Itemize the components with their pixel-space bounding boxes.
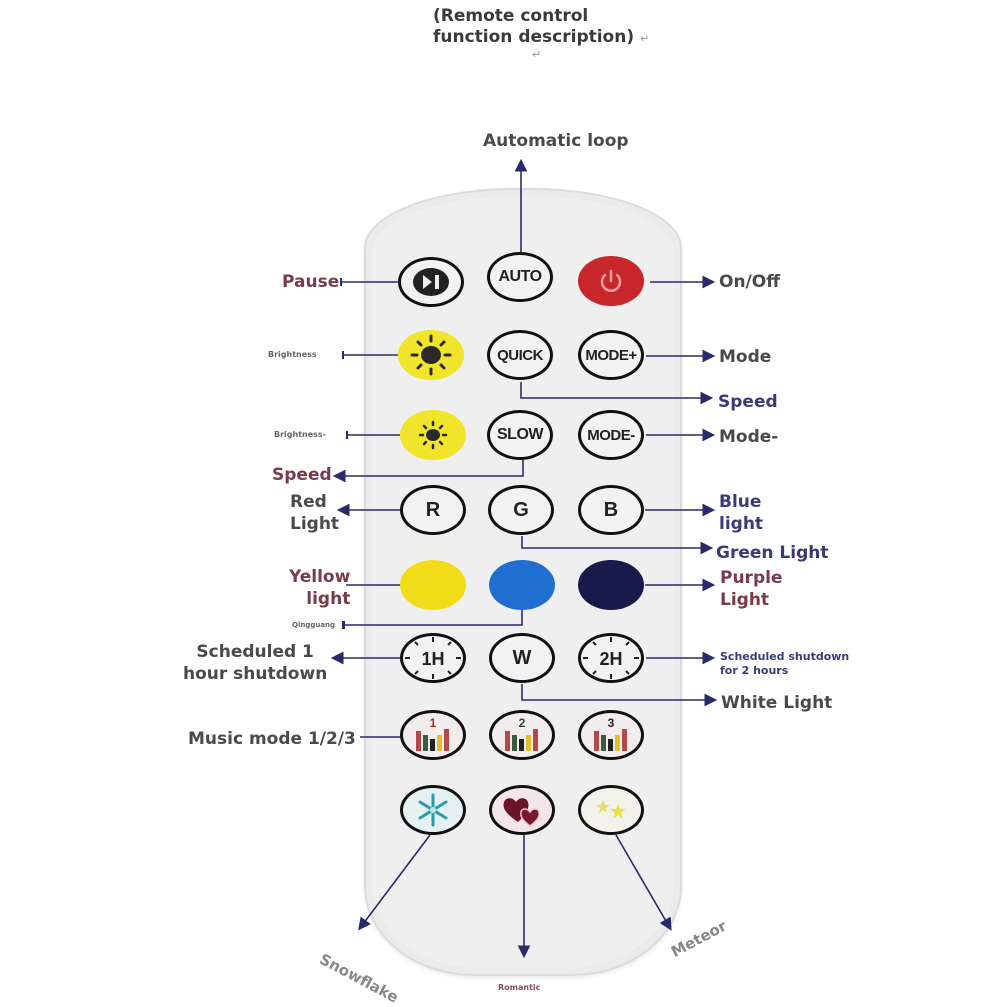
romantic-button[interactable] [489, 785, 555, 835]
green-button[interactable]: G [488, 485, 554, 535]
label-purple-light: Purple Light [720, 567, 782, 611]
label-scheduled-2h-line2: for 2 hours [720, 664, 789, 677]
timer-1h-button[interactable]: 1H [400, 633, 466, 683]
line-qingguang [344, 610, 523, 626]
arrow-meteor [615, 834, 672, 931]
mode-minus-button[interactable]: MODE- [578, 410, 644, 460]
quick-button[interactable]: QUICK [487, 330, 553, 380]
brightness-down-button[interactable] [400, 410, 466, 460]
paragraph-mark-icon: ↵ [532, 48, 542, 61]
mode-plus-button[interactable]: MODE+ [578, 330, 644, 380]
timer-2h-button[interactable]: 2H [578, 633, 644, 683]
label-purple-light-line1: Purple [720, 568, 783, 588]
arrow-speed-quick [520, 382, 714, 405]
label-speed-slow: Speed [272, 465, 332, 485]
label-scheduled-2h: Scheduled shutdown for 2 hours [720, 650, 849, 678]
yellow-button[interactable] [400, 560, 466, 610]
red-button[interactable]: R [400, 485, 466, 535]
equalizer-icon: 2 [505, 716, 538, 751]
arrow-snowflake [358, 834, 431, 931]
label-mode-minus: Mode- [719, 427, 779, 447]
label-purple-light-line2: Light [720, 590, 770, 610]
page-title: (Remote control function description) ↵ [433, 6, 649, 49]
label-yellow-light: Yellow light [289, 566, 350, 610]
label-scheduled-1h-line2: hour shutdown [183, 664, 328, 684]
arrow-speed-slow [332, 460, 524, 483]
sun-large-icon [410, 334, 452, 376]
arrow-green [521, 536, 714, 555]
label-on-off: On/Off [719, 272, 780, 292]
label-qingguang: Qingguang [292, 621, 336, 629]
label-scheduled-2h-line1: Scheduled shutdown [720, 650, 850, 663]
label-red-light-line2: Light [290, 514, 340, 534]
cyan-button[interactable] [489, 560, 555, 610]
music-3-number: 3 [608, 716, 615, 730]
blue-button[interactable]: B [578, 485, 644, 535]
hearts-icon [503, 798, 540, 827]
label-yellow-light-line2: light [306, 589, 351, 609]
label-pause: Pause [282, 272, 340, 292]
label-red-light: Red Light [290, 491, 339, 535]
meteor-button[interactable] [578, 785, 644, 835]
music-2-number: 2 [519, 716, 526, 730]
label-blue-light-line2: light [719, 514, 764, 534]
title-line-1: (Remote control [433, 6, 589, 26]
label-automatic-loop: Automatic loop [483, 131, 629, 151]
clock-icon: 1H [405, 637, 461, 679]
power-icon [600, 269, 622, 292]
music-1-button[interactable]: 1 [400, 710, 466, 760]
sun-small-icon [418, 420, 448, 450]
label-brightness-down: Brightness- [274, 430, 326, 439]
label-brightness-up: Brightness [268, 350, 317, 359]
label-romantic: Romantic [498, 983, 541, 992]
music-1-number: 1 [430, 716, 437, 730]
snowflake-icon [418, 793, 448, 827]
title-line-2: function description) ↵ [433, 27, 649, 49]
purple-button[interactable] [578, 560, 644, 610]
music-2-button[interactable]: 2 [489, 710, 555, 760]
auto-button[interactable]: AUTO [487, 252, 553, 302]
stars-icon [596, 800, 626, 819]
label-speed-quick: Speed [718, 392, 778, 412]
arrow-white [521, 684, 718, 707]
snowflake-button[interactable] [400, 785, 466, 835]
clock-icon: 2H [583, 637, 639, 679]
timer-2h-text: 2H [599, 649, 622, 669]
label-blue-light-line1: Blue [719, 492, 762, 512]
play-pause-icon [413, 268, 449, 296]
slow-button[interactable]: SLOW [487, 410, 553, 460]
timer-1h-text: 1H [421, 649, 444, 669]
pause-button[interactable] [398, 257, 464, 307]
label-yellow-light-line1: Yellow [289, 567, 351, 587]
label-music-mode: Music mode 1/2/3 [188, 729, 356, 749]
label-scheduled-1h: Scheduled 1 hour shutdown [183, 641, 327, 685]
brightness-up-button[interactable] [398, 330, 464, 380]
white-button[interactable]: W [489, 633, 555, 683]
label-white-light: White Light [721, 693, 833, 713]
equalizer-icon: 3 [594, 716, 627, 751]
label-scheduled-1h-line1: Scheduled 1 [196, 642, 314, 662]
paragraph-mark-icon: ↵ [640, 32, 650, 45]
label-green-light: Green Light [716, 543, 829, 563]
label-mode: Mode [719, 347, 772, 367]
music-3-button[interactable]: 3 [578, 710, 644, 760]
label-red-light-line1: Red [290, 492, 327, 512]
label-blue-light: Blue light [719, 491, 763, 535]
equalizer-icon: 1 [416, 716, 449, 751]
power-button[interactable] [578, 256, 644, 306]
title-line-2-text: function description) [433, 27, 635, 47]
